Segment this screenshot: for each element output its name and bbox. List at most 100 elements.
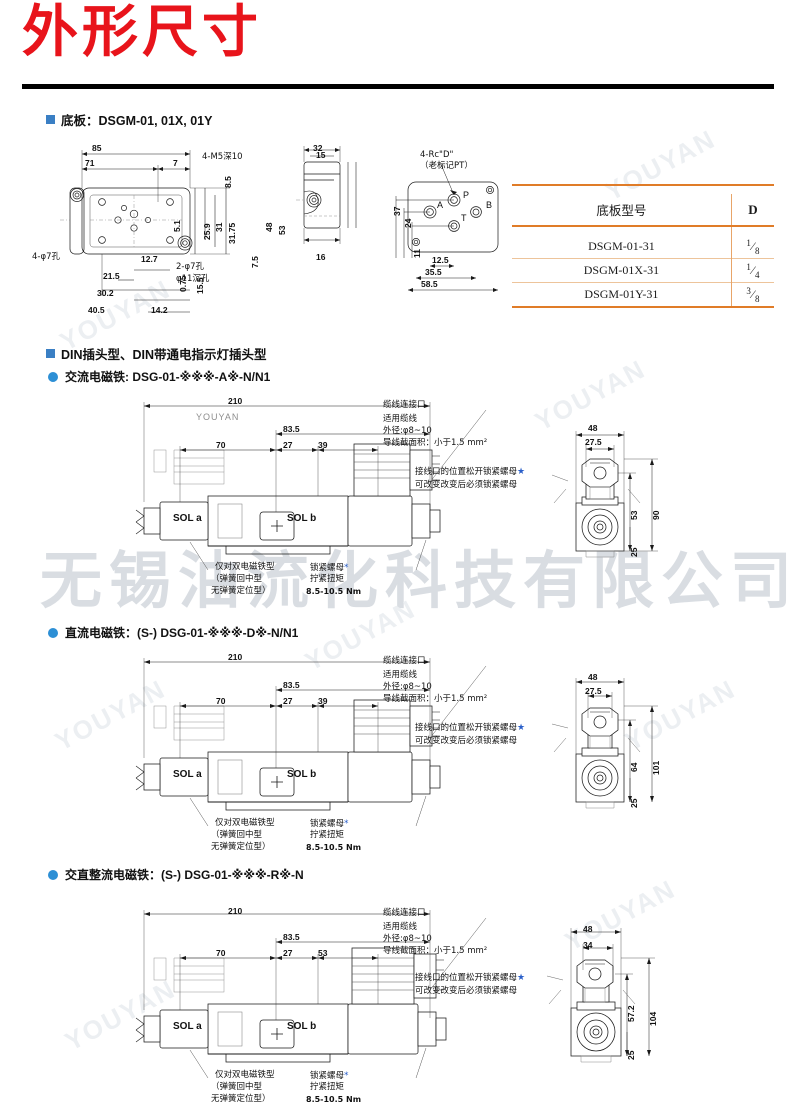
dim-53-ac: 53 — [629, 510, 639, 520]
cable-note-line2-r: 外径:φ8~10 — [383, 934, 432, 944]
cell-model: DSGM-01X-31 — [512, 258, 732, 283]
cable-note-line1-dc: 适用缆线 — [383, 670, 418, 680]
dim-16: 16 — [316, 252, 326, 262]
dim-70-r: 70 — [216, 948, 226, 958]
dim-210-r: 210 — [228, 906, 243, 916]
dim-21-5: 21.5 — [103, 271, 120, 281]
brand-label-ac: YOUYAN — [196, 412, 240, 422]
dim-27-5-dc: 27.5 — [585, 686, 602, 696]
note-old-pt: （老标记PT） — [420, 161, 473, 171]
torque-note-line3-dc: 8.5-10.5 Nm — [306, 843, 362, 852]
dim-14-2: 14.2 — [151, 305, 168, 315]
section-header-ac-rectified: 交直整流电磁铁：(S-) DSG-01-※※※-R※-N — [48, 866, 304, 883]
torque-note-line1-ac: 锁紧螺母* — [310, 563, 349, 573]
terminal-note-line1-ac: 接线口的位置松开锁紧螺母★ — [415, 467, 526, 477]
terminal-note-line2-dc: 可改变改变后必须锁紧螺母 — [415, 736, 518, 746]
dim-71: 71 — [85, 158, 95, 168]
cable-note-line1-ac: 适用缆线 — [383, 414, 418, 424]
star-icon: * — [344, 819, 349, 829]
torque-note-line1-dc: 锁紧螺母* — [310, 819, 349, 829]
torque-note-line3-r: 8.5-10.5 Nm — [306, 1095, 362, 1104]
ac-solenoid-valve-drawing — [135, 402, 487, 571]
frac-denominator: 4 — [754, 270, 760, 280]
dim-15: 15 — [316, 150, 326, 160]
terminal-note-line1-r: 接线口的位置松开锁紧螺母★ — [415, 973, 526, 983]
cell-d: 1⁄8 — [746, 238, 760, 256]
dim-39-ac: 39 — [318, 440, 328, 450]
note-4-phi7: 4-φ7孔 — [32, 252, 60, 262]
cable-note-title-ac: 缆线连接口 — [383, 400, 426, 410]
cell-d: 1⁄4 — [746, 262, 760, 280]
frac-denominator: 8 — [754, 294, 760, 304]
dim-83-5-dc: 83.5 — [283, 680, 300, 690]
table-header-d: D — [748, 201, 758, 217]
dim-27-ac: 27 — [283, 440, 293, 450]
star-icon: ★ — [517, 973, 526, 983]
terminal-note-line1-dc: 接线口的位置松开锁紧螺母★ — [415, 723, 526, 733]
dc-solenoid-valve-drawing — [135, 658, 487, 827]
dim-35-5: 35.5 — [425, 267, 442, 277]
star-icon: * — [344, 563, 349, 573]
dim-85: 85 — [92, 143, 102, 153]
dim-7-5: 7.5 — [250, 256, 260, 268]
frac-numerator: 3 — [746, 286, 751, 296]
dim-48-dc: 48 — [588, 672, 598, 682]
dim-57-2-r: 57.2 — [626, 1005, 636, 1022]
dim-40-5: 40.5 — [88, 305, 105, 315]
note-4-rc-d: 4-Rc"D" — [420, 150, 454, 160]
frac-denominator: 8 — [754, 246, 760, 256]
dim-27-r: 27 — [283, 948, 293, 958]
table-header-model: 底板型号 — [512, 194, 732, 226]
dim-58-5: 58.5 — [421, 279, 438, 289]
dim-34-r: 34 — [583, 940, 593, 950]
circle-marker-icon — [48, 372, 58, 382]
baseplate-port-view — [395, 161, 499, 292]
note-2-phi7: 2-φ7孔 — [176, 262, 204, 272]
cable-note-title-dc: 缆线连接口 — [383, 656, 426, 666]
star-icon: * — [344, 1071, 349, 1081]
cable-note-line2-dc: 外径:φ8~10 — [383, 682, 432, 692]
table-row: DSGM-01Y-31 3⁄8 — [512, 282, 774, 307]
dim-11: 11 — [412, 249, 422, 258]
baseplate-model-table: 底板型号 D DSGM-01-31 1⁄8 DSGM-01X-31 1⁄4 DS… — [512, 184, 774, 316]
torque-note-line2-ac: 拧紧扭矩 — [310, 574, 345, 584]
dim-90-ac: 90 — [651, 510, 661, 520]
spring-note-line2-dc: （弹簧回中型 — [211, 830, 263, 840]
dim-210-ac: 210 — [228, 396, 243, 406]
ac-rectified-valve-drawing — [135, 910, 487, 1079]
port-label-t: T — [461, 213, 467, 223]
cable-note-line1-r: 适用缆线 — [383, 922, 418, 932]
port-label-p: P — [463, 190, 470, 200]
spring-note-line1-ac: 仅对双电磁铁型 — [215, 562, 275, 572]
frac-numerator: 1 — [746, 238, 751, 248]
cell-model: DSGM-01Y-31 — [512, 282, 732, 307]
spring-note-line2-r: （弹簧回中型 — [211, 1082, 263, 1092]
frac-numerator: 1 — [746, 262, 751, 272]
dim-39-dc: 39 — [318, 696, 328, 706]
terminal-note-line2-ac: 可改变改变后必须锁紧螺母 — [415, 480, 518, 490]
dim-70-dc: 70 — [216, 696, 226, 706]
spring-note-line2-ac: （弹簧回中型 — [211, 574, 263, 584]
dim-25-r: 25 — [626, 1050, 636, 1060]
dim-31: 31 — [214, 222, 224, 232]
dim-27-dc: 27 — [283, 696, 293, 706]
sol-a-label-r: SOL a — [173, 1021, 202, 1032]
table-row: DSGM-01-31 1⁄8 — [512, 235, 774, 259]
dim-48: 48 — [264, 222, 274, 232]
port-label-b: B — [486, 200, 493, 210]
dim-210-dc: 210 — [228, 652, 243, 662]
dim-12-7: 12.7 — [141, 254, 158, 264]
baseplate-side-view — [296, 146, 357, 244]
dim-27-5-ac: 27.5 — [585, 437, 602, 447]
ac-solenoid-end-view — [551, 431, 658, 558]
section-header-ac-solenoid: 交流电磁铁: DSG-01-※※※-A※-N/N1 — [48, 368, 270, 385]
terminal-note-line2-r: 可改变改变后必须锁紧螺母 — [415, 986, 518, 996]
baseplate-plan-view — [60, 150, 230, 313]
spring-note-line1-dc: 仅对双电磁铁型 — [215, 818, 275, 828]
ac-rectified-end-view — [546, 928, 655, 1063]
dim-25-ac: 25 — [629, 547, 639, 557]
note-phi11: φ11沉孔 — [176, 274, 210, 284]
dim-83-5-ac: 83.5 — [283, 424, 300, 434]
circle-marker-icon — [48, 870, 58, 880]
